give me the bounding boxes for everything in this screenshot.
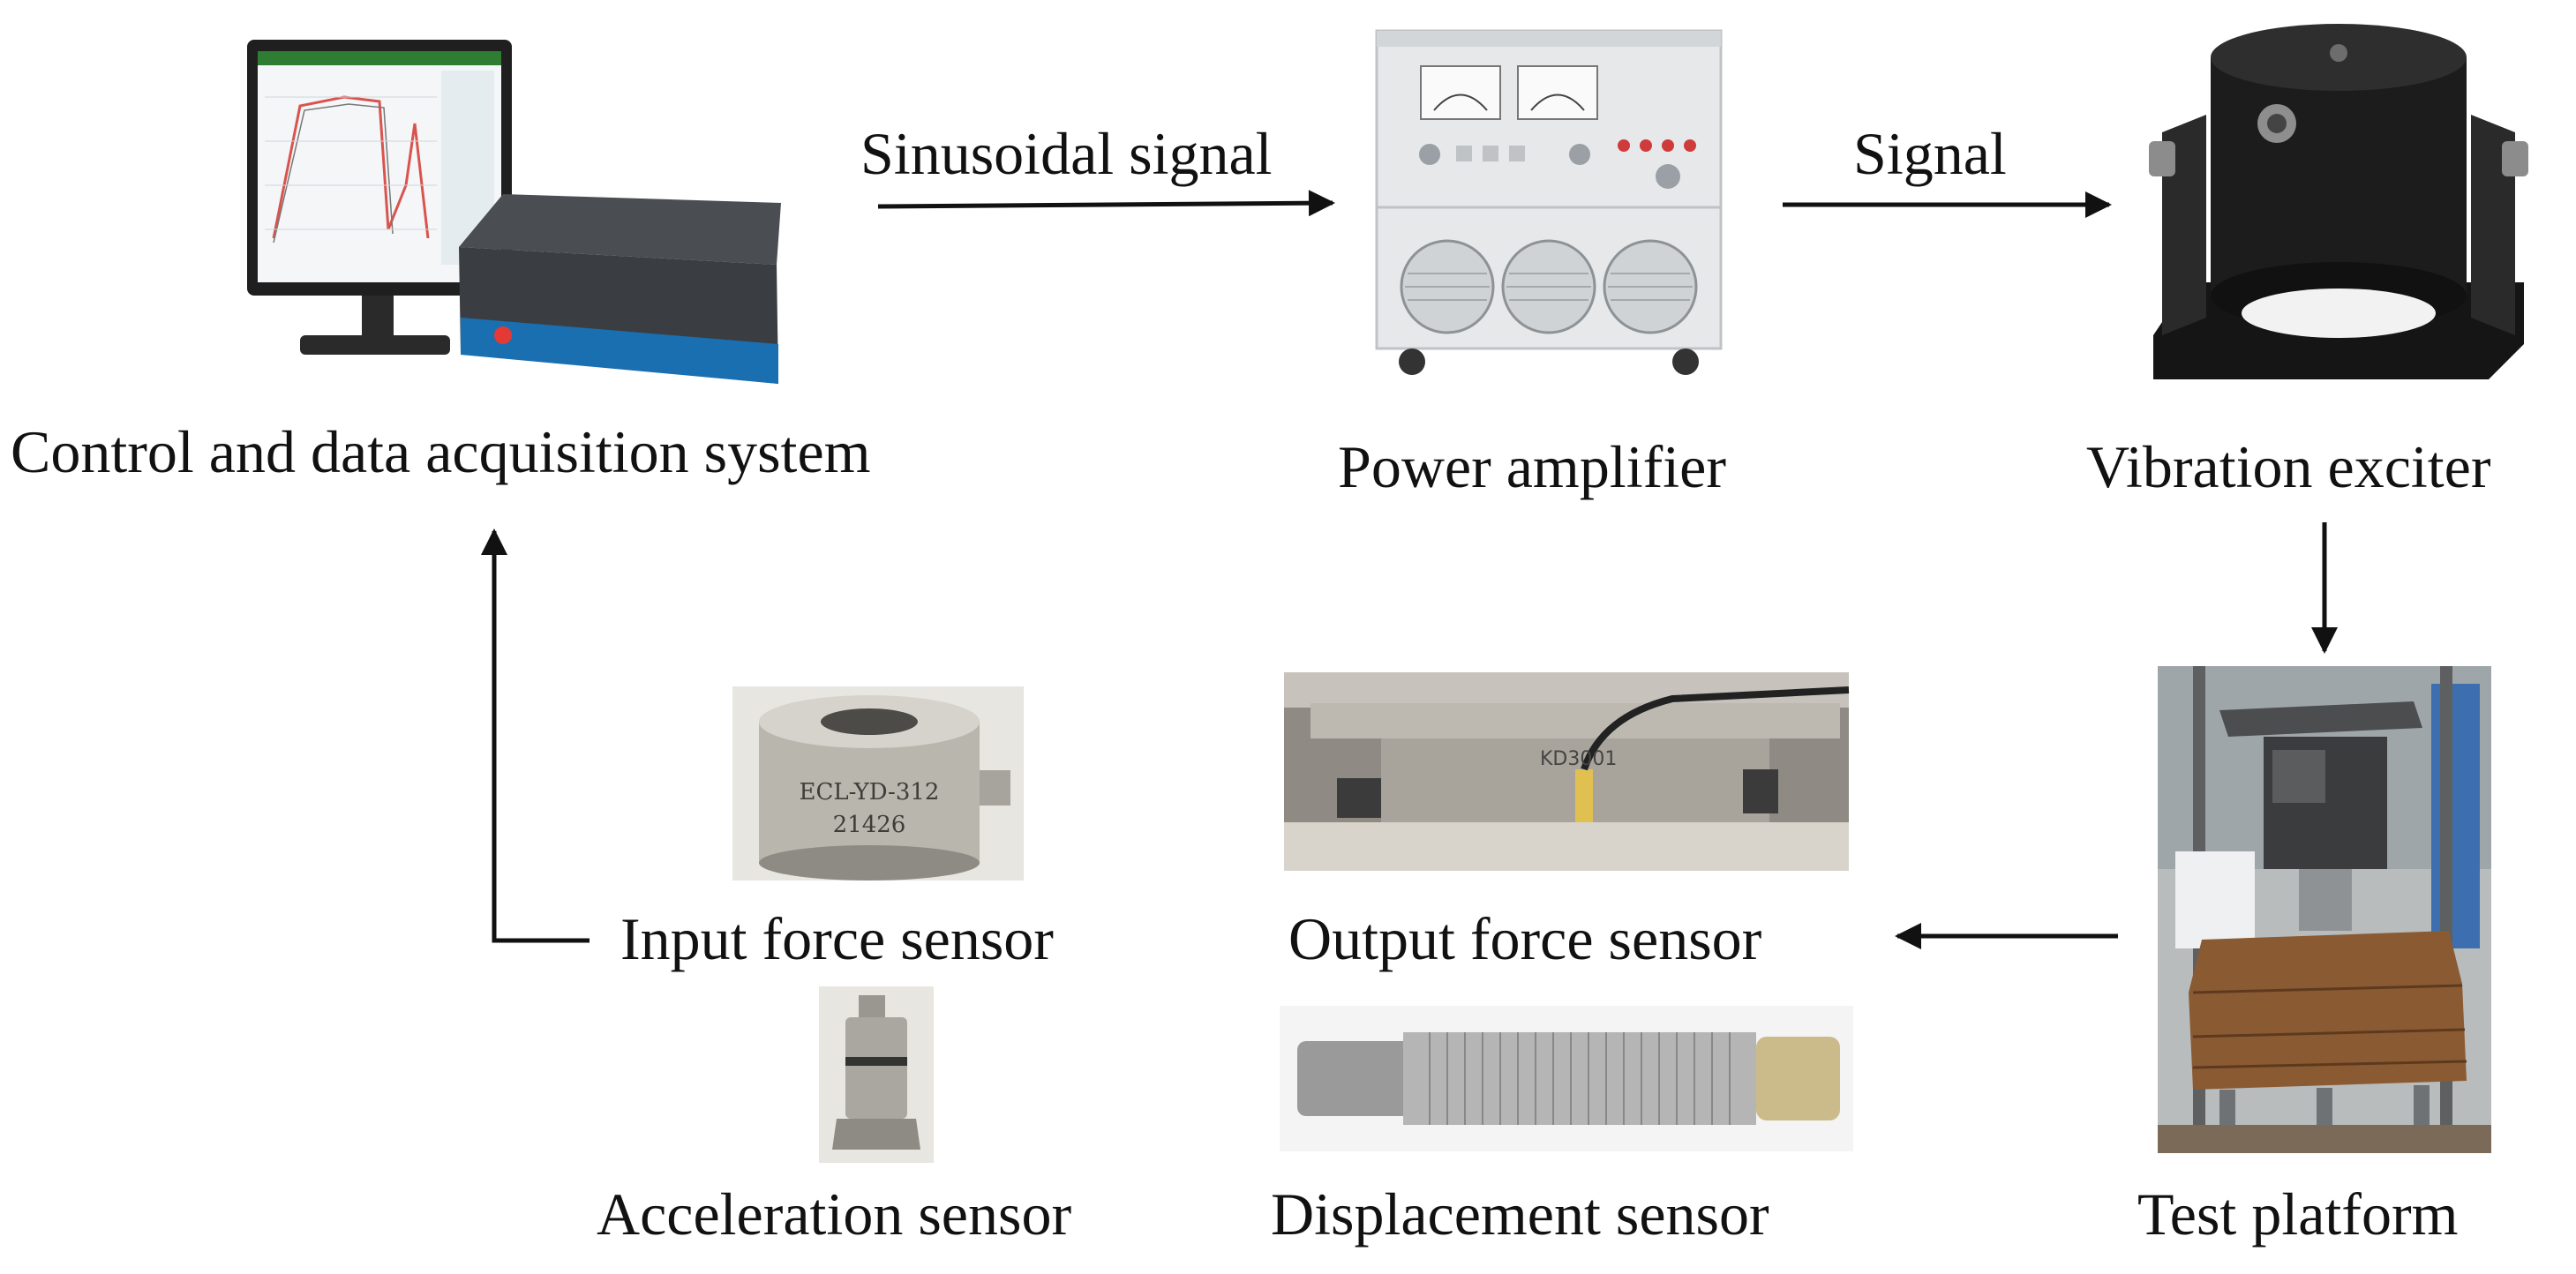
output-force-sensor-image: KD3001: [1284, 672, 1850, 871]
vibration-exciter-image: [2149, 24, 2528, 379]
displacement-sensor-image: [1280, 1006, 1853, 1151]
test-platform-image: [2158, 666, 2491, 1153]
node-label-displacement: Displacement sensor: [1271, 1180, 1769, 1248]
node-label-exciter: Vibration exciter: [2086, 433, 2491, 500]
node-label-platform: Test platform: [2137, 1180, 2459, 1248]
node-label-acceleration: Acceleration sensor: [597, 1180, 1072, 1248]
node-label-output-force: Output force sensor: [1288, 905, 1762, 972]
node-label-control: Control and data acquisition system: [11, 418, 871, 485]
node-label-input-force: Input force sensor: [620, 905, 1054, 972]
acceleration-sensor-image: [819, 986, 934, 1163]
input-force-engraving-serial: 21426: [833, 812, 906, 838]
edge-label-sinusoidal-signal: Sinusoidal signal: [860, 120, 1273, 187]
svg-text:KD3001: KD3001: [1540, 748, 1617, 770]
input-force-sensor-image: ECL-YD-312 21426: [732, 686, 1024, 881]
arrow-sensors-to-control: [481, 528, 590, 943]
edge-label-signal: Signal: [1853, 120, 2007, 187]
control-daq-image: [247, 40, 781, 384]
power-amplifier-image: [1375, 29, 1723, 375]
node-label-amplifier: Power amplifier: [1338, 433, 1726, 500]
input-force-engraving-model: ECL-YD-312: [800, 779, 940, 806]
arrow-control-to-amplifier: [877, 190, 1335, 217]
